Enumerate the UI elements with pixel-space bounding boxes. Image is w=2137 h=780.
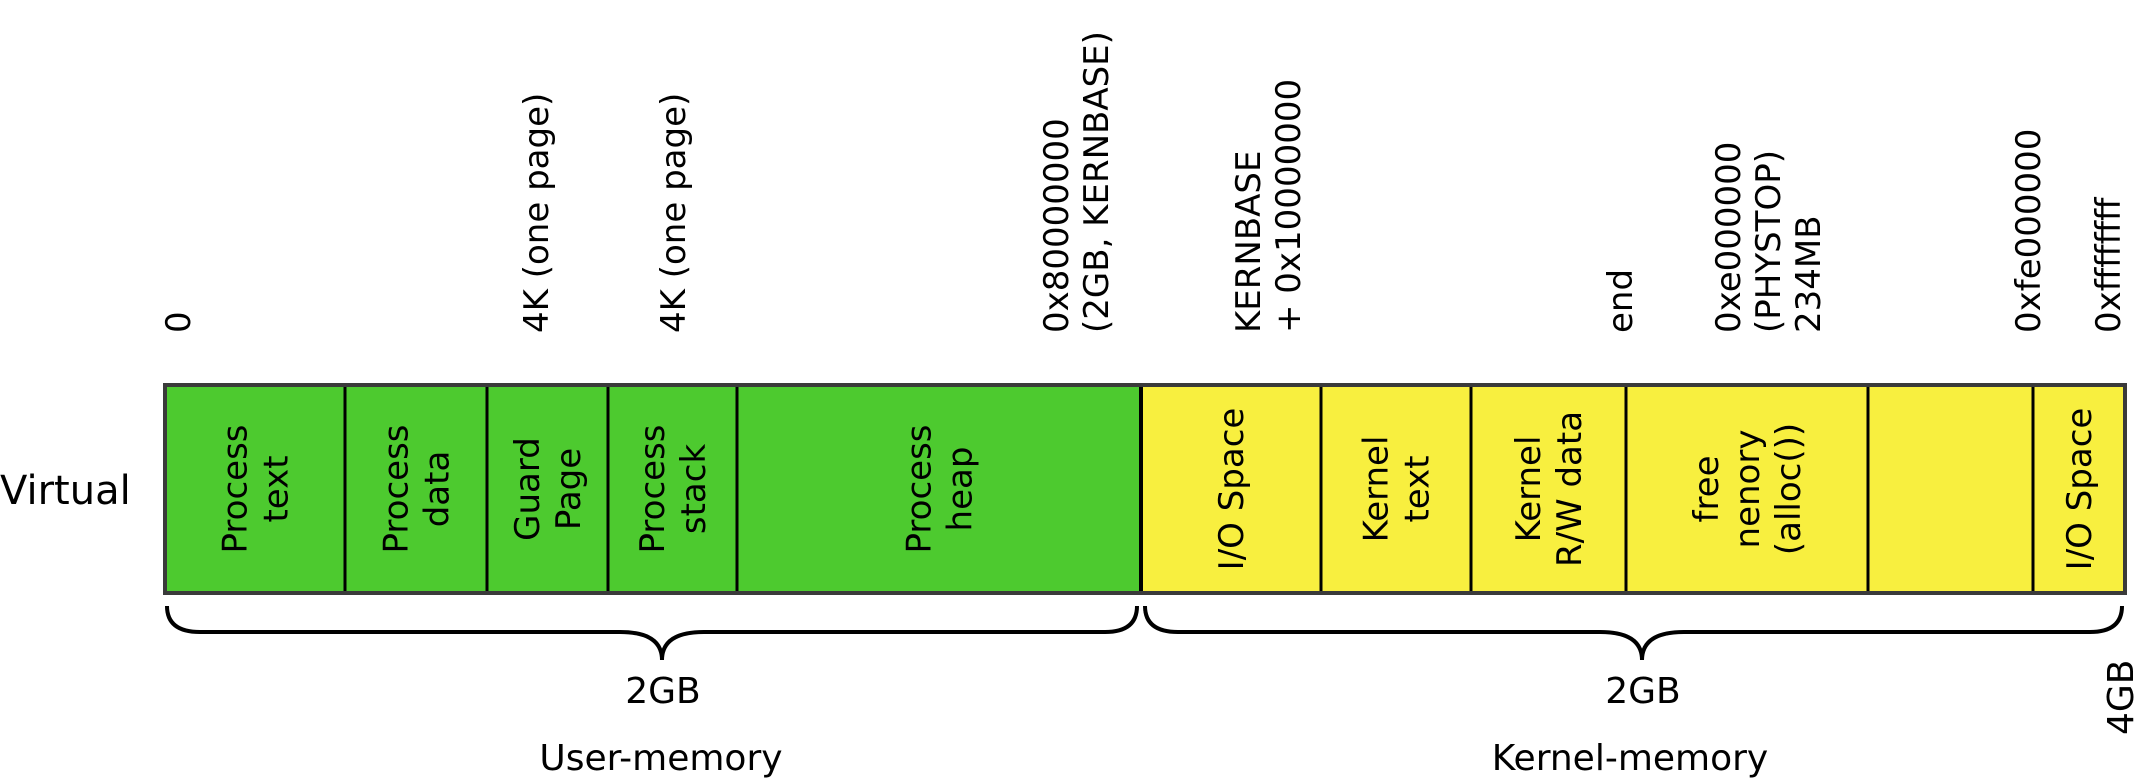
kernel-memory-size: 2GB [1605,671,1681,712]
address-label: 0x80000000(2GB, KERNBASE) [1037,31,1117,333]
address-label: 0xffffffff [2089,196,2129,333]
address-label: 4K (one page) [654,93,694,333]
memory-bar-border [163,383,2127,595]
kernel-memory-brace [1143,605,2124,661]
segment-label: I/O Space [1212,408,1252,571]
address-label-group: 0 4K (one page) 4K (one page) 0x80000000(2G… [159,31,2129,333]
user-memory-brace [165,605,1139,661]
segment-label: Processdata [377,425,458,554]
segment-label: Processtext [216,425,297,554]
kernel-memory-label: Kernel-memory [1492,738,1769,779]
segment-label: Processstack [633,425,714,554]
total-size-label: 4GB [2101,660,2137,736]
address-label: 0xe000000(PHYSTOP)234MB [1709,142,1829,333]
segment-label: Kerneltext [1357,436,1438,543]
segment-group: Processtext Processdata GuardPage Processst… [216,387,2100,591]
address-label: 0 [159,311,199,333]
segment-label: Processheap [900,425,981,554]
user-memory-label: User-memory [539,738,782,779]
row-label-virtual: Virtual [0,468,131,514]
user-region-band [165,385,1141,593]
segment-label: KernelR/W data [1509,411,1590,567]
address-label: 0xfe000000 [2009,129,2049,333]
address-label: end [1601,269,1641,333]
kernel-region-band [1141,385,2125,593]
segment-label: GuardPage [508,437,589,541]
user-memory-size: 2GB [625,671,701,712]
segment-label: freenenory(alloc()) [1687,423,1809,555]
address-label: KERNBASE+ 0x10000000 [1229,79,1309,333]
address-label: 4K (one page) [517,93,557,333]
segment-label: I/O Space [2060,408,2100,571]
